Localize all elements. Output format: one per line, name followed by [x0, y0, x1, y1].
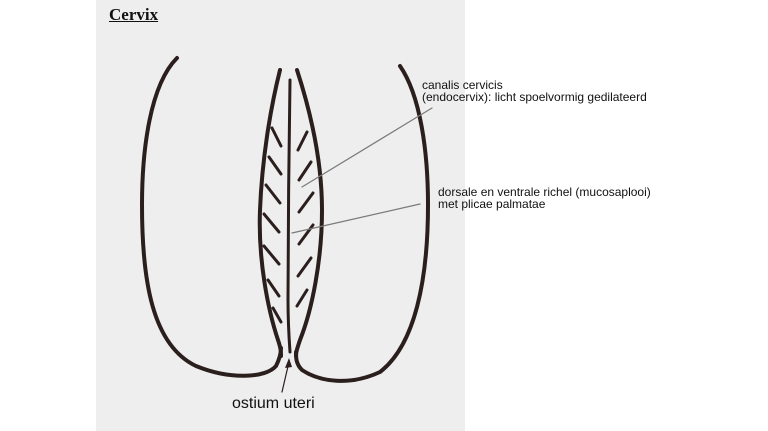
ostium-arrowhead	[285, 358, 292, 368]
left-canal-wall	[257, 68, 283, 358]
plicae-left	[262, 126, 283, 324]
label-canalis-line1: canalis cervicis	[422, 78, 503, 92]
label-richel-line1: dorsale en ventrale richel (mucosaplooi)	[438, 185, 651, 199]
leader-canalis	[301, 107, 433, 188]
label-canalis-cervicis: canalis cervicis (endocervix): licht spo…	[422, 79, 647, 103]
central-ridge	[286, 78, 292, 354]
plicae-right	[295, 130, 315, 308]
label-dorsale-richel: dorsale en ventrale richel (mucosaplooi)…	[438, 186, 651, 210]
right-outer-wall	[294, 64, 430, 383]
label-ostium-uteri: ostium uteri	[232, 395, 315, 412]
diagram-title: Cervix	[109, 5, 159, 24]
leader-richel	[291, 203, 421, 234]
right-canal-wall	[294, 68, 324, 358]
label-richel-line2: met plicae palmatae	[438, 197, 546, 211]
label-canalis-line2: (endocervix): licht spoelvormig gedilate…	[422, 90, 647, 104]
left-outer-wall	[140, 56, 283, 378]
